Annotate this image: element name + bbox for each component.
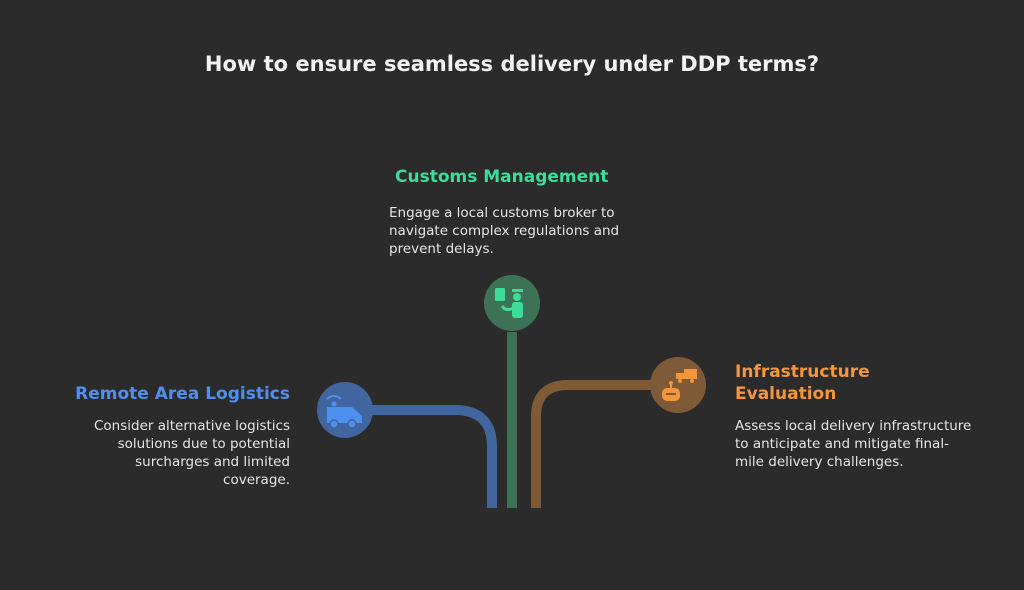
infrastructure-evaluation-heading: Infrastructure Evaluation — [735, 362, 870, 404]
diagram-title: How to ensure seamless delivery under DD… — [204, 52, 820, 76]
customs-officer-icon — [484, 275, 540, 331]
customs-management-text: Engage a local customs broker to navigat… — [389, 205, 620, 257]
robot-truck-icon — [650, 357, 706, 413]
infrastructure-evaluation-text: Assess local delivery infrastructure to … — [735, 418, 972, 470]
connected-van-icon — [317, 382, 373, 438]
blue-connector — [372, 405, 497, 508]
remote-area-logistics-heading: Remote Area Logistics — [75, 384, 290, 404]
remote-area-logistics-text: Consider alternative logistics solutions… — [93, 418, 290, 488]
customs-management-heading: Customs Management — [395, 167, 609, 187]
brown-connector — [531, 380, 652, 508]
